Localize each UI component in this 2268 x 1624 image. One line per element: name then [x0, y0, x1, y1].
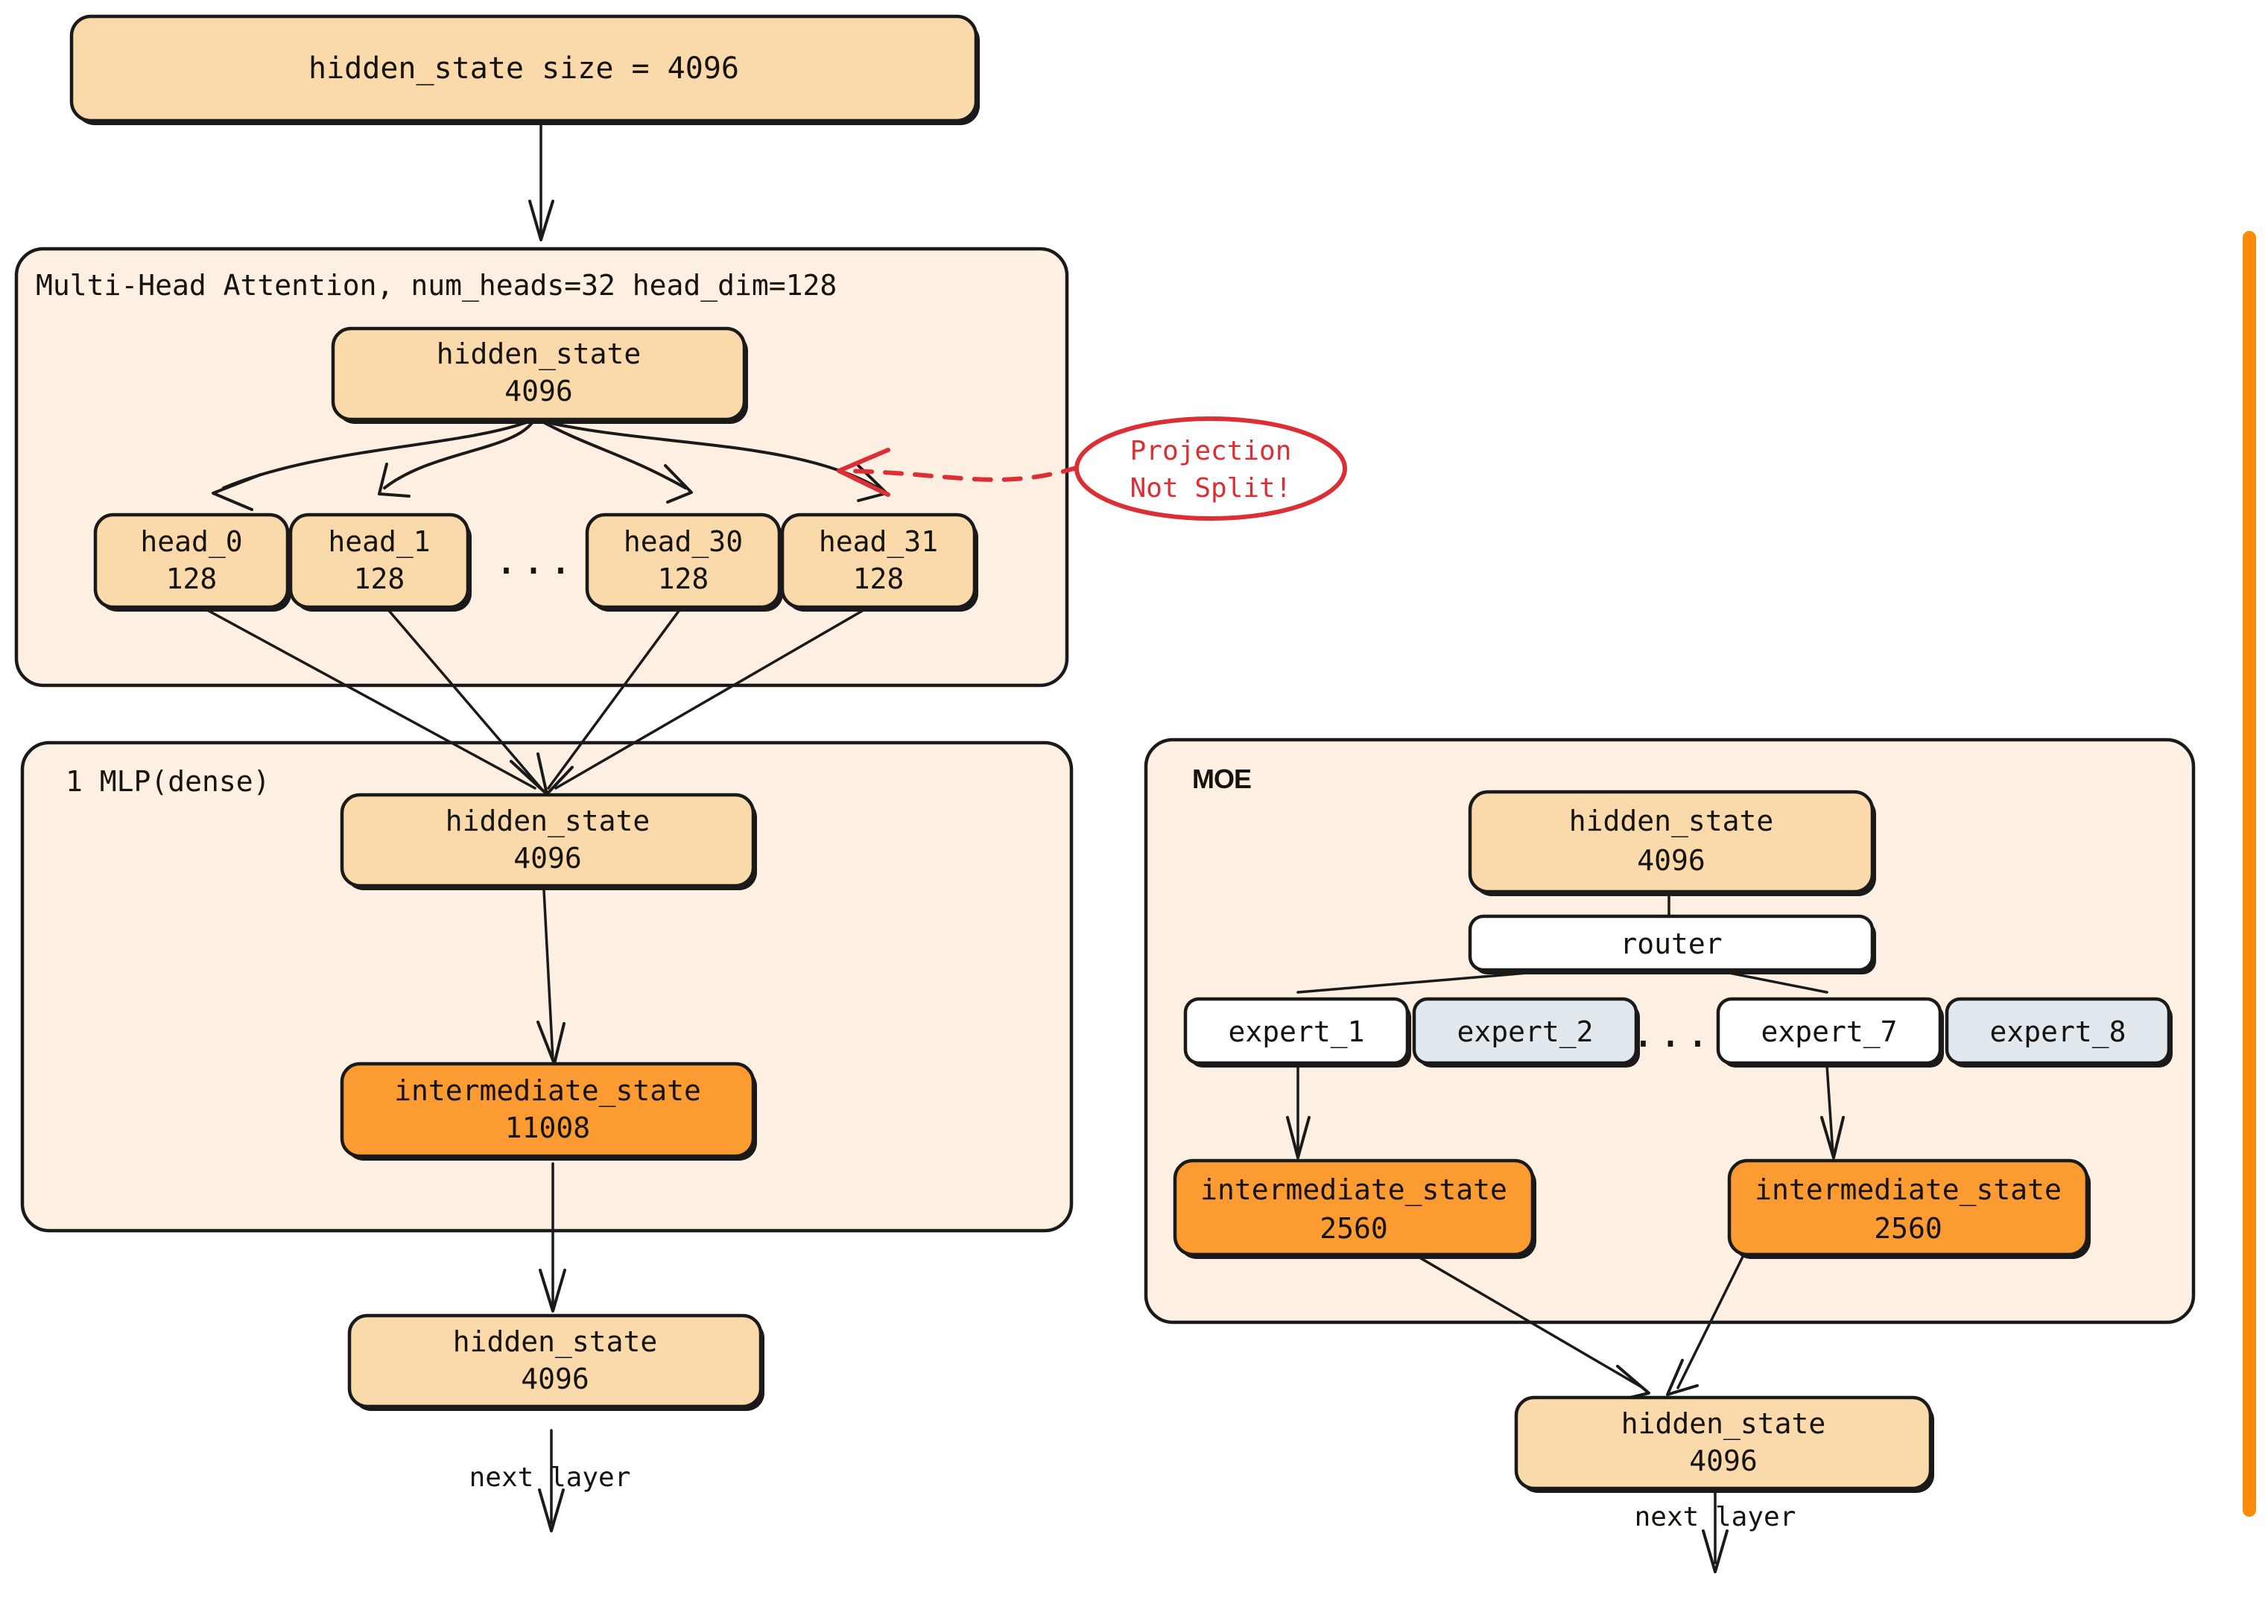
expert-7-box[interactable]	[1716, 997, 1942, 1065]
mlp-hidden-state-box[interactable]	[340, 793, 756, 888]
mlp-group-label: 1 MLP(dense)	[66, 765, 270, 798]
mlp-intermediate-state-box[interactable]	[340, 1062, 756, 1158]
expert-2-label: expert_2	[1457, 1015, 1593, 1049]
mlp-output-hidden-state-name: hidden_state	[453, 1325, 658, 1359]
moe-hidden-state-node[interactable]: hidden_state 4096	[1468, 790, 1876, 896]
attention-heads-ellipsis: ...	[494, 536, 576, 583]
mlp-group-box	[20, 740, 1074, 1233]
head-1-box[interactable]	[288, 513, 470, 609]
expert-1-label: expert_1	[1228, 1015, 1364, 1049]
moe-router-box[interactable]	[1468, 914, 1875, 972]
head-31-name: head_31	[819, 525, 938, 559]
input-hidden-state-node[interactable]: hidden_state size = 4096	[69, 14, 980, 125]
mlp-next-layer-label: next layer	[469, 1462, 631, 1493]
attention-group: Multi-Head Attention, num_heads=32 head_…	[14, 247, 1069, 688]
moe-group-label: MOE	[1192, 764, 1251, 794]
head-0-box[interactable]	[93, 513, 290, 609]
input-hidden-state-label: hidden_state size = 4096	[308, 51, 739, 86]
head-30-name: head_30	[624, 525, 743, 559]
moe-intermediate-state-2-box[interactable]	[1727, 1158, 2089, 1257]
edge-expert1-to-intermediate	[1286, 1064, 1311, 1159]
head-31-box[interactable]	[780, 513, 977, 609]
callout-line-2: Not Split!	[1130, 473, 1292, 504]
moe-output-hidden-state-box[interactable]	[1514, 1395, 1933, 1491]
moe-intermediate-state-2-name: intermediate_state	[1755, 1173, 2062, 1207]
mlp-intermediate-state-size: 11008	[505, 1111, 590, 1144]
expert-7-label: expert_7	[1761, 1015, 1897, 1049]
input-hidden-state-box[interactable]	[69, 14, 978, 123]
head-30-box[interactable]	[585, 513, 782, 609]
moe-intermediate-state-1-name: intermediate_state	[1200, 1173, 1507, 1207]
moe-hidden-state-size: 4096	[1637, 844, 1705, 877]
moe-intermediate-state-1-node[interactable]: intermediate_state 2560	[1173, 1158, 1536, 1259]
moe-output-hidden-state-node[interactable]: hidden_state 4096	[1514, 1395, 1934, 1493]
mlp-hidden-state-node[interactable]: hidden_state 4096	[340, 793, 757, 890]
callout-ellipse	[1074, 416, 1347, 521]
moe-intermediate-state-2-node[interactable]: intermediate_state 2560	[1727, 1158, 2091, 1259]
moe-next-layer-label: next layer	[1635, 1502, 1796, 1532]
callout-line-1: Projection	[1130, 436, 1292, 466]
attention-hidden-state-size: 4096	[504, 375, 573, 407]
attention-group-box	[14, 247, 1069, 688]
edge-mlp-output-next-layer: next layer	[469, 1429, 631, 1532]
attention-hidden-state-box[interactable]	[331, 326, 747, 422]
head-30-node[interactable]: head_30 128	[585, 513, 783, 612]
head-31-size: 128	[853, 562, 905, 595]
moe-intermediate-state-2-size: 2560	[1874, 1212, 1942, 1245]
edges-hidden-to-heads	[212, 419, 888, 511]
edges-moe-intermediates-to-output	[1414, 1254, 1745, 1401]
moe-router-node[interactable]: router	[1468, 914, 1876, 974]
moe-intermediate-state-1-box[interactable]	[1173, 1158, 1535, 1257]
expert-2-box[interactable]	[1412, 997, 1638, 1065]
mlp-intermediate-state-name: intermediate_state	[394, 1074, 701, 1108]
expert-7-node[interactable]: expert_7	[1716, 997, 1944, 1068]
expert-2-node[interactable]: expert_2	[1412, 997, 1640, 1068]
moe-output-hidden-state-size: 4096	[1689, 1444, 1758, 1477]
moe-hidden-state-box[interactable]	[1468, 790, 1875, 894]
mlp-hidden-state-name: hidden_state	[446, 805, 650, 838]
expert-1-box[interactable]	[1183, 997, 1410, 1065]
mlp-hidden-state-size: 4096	[513, 842, 582, 875]
edge-input-to-attention	[528, 124, 554, 241]
moe-router-label: router	[1620, 927, 1722, 960]
head-1-name: head_1	[328, 525, 430, 559]
mlp-output-hidden-state-box[interactable]	[347, 1313, 763, 1409]
expert-8-node[interactable]: expert_8	[1945, 997, 2173, 1068]
mlp-group: 1 MLP(dense)	[20, 740, 1074, 1233]
mlp-output-hidden-state-size: 4096	[521, 1363, 589, 1395]
head-31-node[interactable]: head_31 128	[780, 513, 978, 612]
expert-1-node[interactable]: expert_1	[1183, 997, 1411, 1068]
moe-experts-ellipsis: ...	[1631, 1009, 1713, 1056]
moe-hidden-state-name: hidden_state	[1569, 805, 1774, 838]
projection-not-split-callout: Projection Not Split!	[837, 416, 1347, 521]
attention-group-label: Multi-Head Attention, num_heads=32 head_…	[36, 269, 837, 302]
head-30-size: 128	[658, 562, 709, 595]
head-0-name: head_0	[140, 525, 242, 559]
attention-hidden-state-node[interactable]: hidden_state 4096	[331, 326, 748, 424]
attention-hidden-state-name: hidden_state	[437, 337, 642, 371]
edge-mlp-intermediate-to-output	[539, 1162, 566, 1313]
edge-expert7-to-intermediate	[1820, 1064, 1845, 1159]
head-0-node[interactable]: head_0 128	[93, 513, 291, 612]
moe-output-hidden-state-name: hidden_state	[1621, 1407, 1826, 1441]
moe-intermediate-state-1-size: 2560	[1320, 1212, 1388, 1245]
head-0-size: 128	[166, 562, 218, 595]
expert-8-label: expert_8	[1989, 1015, 2126, 1049]
head-1-size: 128	[354, 562, 405, 595]
edge-moe-output-next-layer: next layer	[1635, 1491, 1796, 1573]
vertical-scrollbar[interactable]	[2243, 231, 2256, 1517]
mlp-intermediate-state-node[interactable]: intermediate_state 11008	[340, 1062, 757, 1161]
head-1-node[interactable]: head_1 128	[288, 513, 472, 612]
mlp-output-hidden-state-node[interactable]: hidden_state 4096	[347, 1313, 764, 1411]
expert-8-box[interactable]	[1945, 997, 2171, 1065]
